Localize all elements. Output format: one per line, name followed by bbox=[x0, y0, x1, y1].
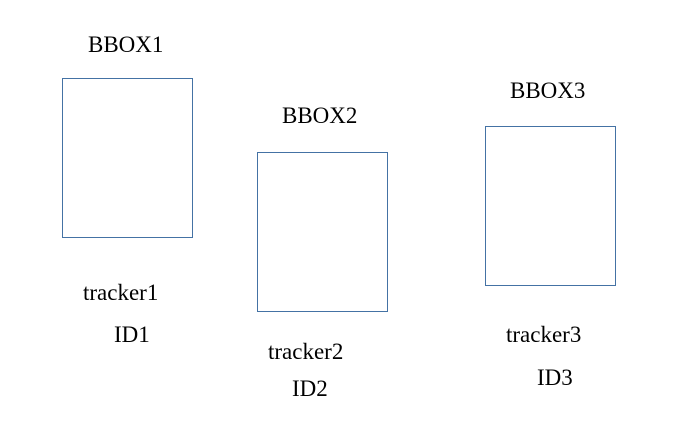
id-label-1: ID1 bbox=[114, 322, 150, 347]
tracker-label-3: tracker3 bbox=[506, 322, 582, 347]
tracker-label-2: tracker2 bbox=[268, 339, 344, 364]
tracker-label-1: tracker1 bbox=[83, 280, 159, 305]
bounding-box-1 bbox=[62, 78, 193, 238]
bbox-label-2: BBOX2 bbox=[282, 103, 358, 128]
id-label-2: ID2 bbox=[292, 376, 328, 401]
id-label-3: ID3 bbox=[537, 365, 573, 390]
bbox-label-1: BBOX1 bbox=[88, 32, 164, 57]
bounding-box-2 bbox=[257, 152, 388, 312]
bounding-box-3 bbox=[485, 126, 616, 286]
bbox-label-3: BBOX3 bbox=[510, 78, 586, 103]
